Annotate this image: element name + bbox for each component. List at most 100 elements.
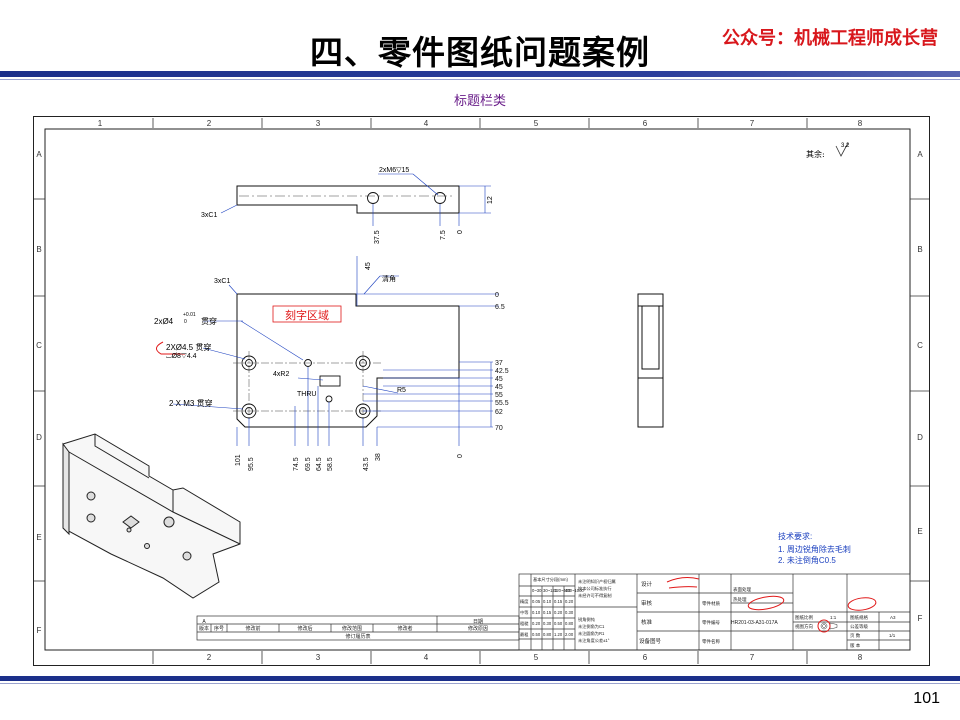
tol-r1-c3: 0.15: [554, 599, 563, 604]
front-dim-right-2: 6.5: [495, 304, 505, 311]
front-dim-bottom-9: 0: [457, 454, 464, 458]
tol-r3-c3: 0.50: [554, 621, 563, 626]
front-dim-bottom-8: 38: [375, 453, 382, 461]
roughness-label: 其余:: [806, 149, 825, 159]
tol-r4-c3: 1.20: [554, 632, 563, 637]
tol-r2-c3: 0.20: [554, 610, 563, 615]
callout-3: 2 X M3 贯穿: [169, 398, 213, 408]
tol-head-3: 120~400: [554, 588, 571, 593]
tol-head-2: 30~120: [543, 588, 558, 593]
pages-value: 1/1: [889, 633, 896, 638]
front-dim-right-10: 70: [495, 425, 503, 432]
tol-r4-c4: 2.00: [565, 632, 574, 637]
part-no-value: HR201-03-A31-017A: [731, 620, 778, 626]
top-chamfer-label: 3xC1: [201, 212, 217, 219]
rev-header-reason: 修改原因: [468, 625, 488, 632]
tech-requirement-1: 1. 周边锐角除去毛刺: [778, 544, 851, 554]
version-label: 版 本: [850, 642, 861, 649]
col-label-bottom-5: 5: [534, 653, 539, 662]
tol-r2-c1: 0.10: [532, 610, 541, 615]
rev-header-modifier: 修改者: [397, 625, 412, 632]
col-label-8: 8: [858, 119, 863, 128]
format-value: A3: [890, 615, 896, 620]
col-label-bottom-2: 2: [207, 653, 212, 662]
tol-r4-c0: 最粗: [520, 631, 528, 638]
tol-r2-c4: 0.30: [565, 610, 574, 615]
col-label-1: 1: [98, 119, 103, 128]
row-label-right-e: E: [917, 527, 922, 536]
col-label-bottom-7: 7: [750, 653, 755, 662]
note-1: 未注明知识产权归属: [578, 578, 616, 585]
callout-1-upper: +0.01: [183, 312, 196, 318]
top-dim-1: 37.5: [374, 230, 381, 244]
scale-label: 图纸比例: [795, 614, 813, 621]
row-label-c: C: [36, 341, 42, 350]
callout-1-lower: 0: [184, 319, 187, 325]
top-dim-2: 7.5: [440, 230, 447, 240]
radius-callout-2: R5: [397, 387, 406, 394]
front-chamfer-label: 3xC1: [214, 278, 230, 285]
row-label-right-f: F: [918, 614, 923, 623]
page-number: 101: [913, 690, 940, 707]
thru-label: THRU: [297, 391, 316, 398]
top-dim-4: 12: [487, 196, 494, 204]
row-label-d: D: [36, 433, 42, 442]
tol-r3-c4: 0.80: [565, 621, 574, 626]
markup-bracket-icon: [156, 341, 185, 355]
note-3: 未经许可不得复制: [578, 592, 612, 599]
tech-requirement-2: 2. 未注倒角C0.5: [778, 555, 836, 565]
outer-frame: [33, 116, 930, 666]
front-dim-bottom-3: 74.5: [293, 457, 300, 471]
front-dim-right-3: 37: [495, 360, 503, 367]
front-dim-bottom-5: 64.5: [316, 457, 323, 471]
front-dim-bottom-6: 58.5: [327, 457, 334, 471]
tol-r3-c2: 0.30: [543, 621, 552, 626]
rev-history-label: 修订履历表: [345, 633, 370, 640]
rev-header-before: 修改前: [245, 625, 260, 632]
front-view: 0 6.5 37 42.5 45 45 55 55.5 62 70 101 95…: [154, 256, 509, 471]
top-hole-callout-text: 2xM6▽15: [379, 167, 409, 174]
roughness-value: 3.2: [841, 143, 850, 149]
footer-divider: [0, 676, 960, 681]
callout-2-sub: ⌴Ø8▽4.4: [166, 353, 197, 360]
front-dim-right-7: 55: [495, 392, 503, 399]
tol-head-4: 400~1000: [565, 588, 584, 593]
tol-r2-c0: 中等: [520, 609, 528, 616]
wechat-account-label: 公众号：机械工程师成长营: [722, 28, 938, 49]
format-label: 图纸规格: [850, 614, 868, 621]
row-label-right-c: C: [917, 341, 923, 350]
inner-frame: [44, 128, 911, 651]
col-label-bottom-6: 6: [643, 653, 648, 662]
part-no-label: 零件编号: [702, 619, 720, 626]
row-label-b: B: [36, 245, 41, 254]
header-divider-thin: [0, 79, 960, 80]
pages-label: 页 数: [850, 632, 861, 639]
part-name-label: 零件名称: [702, 638, 720, 645]
row-label-right-b: B: [917, 245, 922, 254]
tol-title: 基本尺寸分段(mm): [533, 576, 568, 583]
row-label-f: F: [37, 626, 42, 635]
front-corner-note: 清角: [382, 274, 396, 283]
col-label-7: 7: [750, 119, 755, 128]
rev-header-after: 修改后: [297, 625, 312, 632]
row-label-e: E: [36, 533, 41, 542]
isometric-view: [62, 433, 241, 599]
col-label-5: 5: [534, 119, 539, 128]
col-label-3: 3: [316, 119, 321, 128]
col-label-2: 2: [207, 119, 212, 128]
tolerance-label: 公差等级: [850, 623, 868, 630]
edge-note-2: 未注倒角为C1: [578, 623, 605, 630]
callout-1-main: 2xØ4: [154, 317, 174, 326]
rev-date-label: 日期: [473, 619, 483, 625]
front-dim-bottom-2: 95.5: [248, 457, 255, 471]
footer-divider-thin: [0, 683, 960, 684]
surface-label: 表面处理: [733, 586, 751, 593]
rev-row-a: A: [202, 619, 206, 625]
front-dim-right-9: 62: [495, 409, 503, 416]
callout-1-thru: 贯穿: [201, 316, 217, 326]
drawing-canvas: 1 2 3 4 5 6 7 8 2 3 4 5 6 7 8 A B C D E: [33, 116, 930, 666]
title-block: 基本尺寸分段(mm) 0~30 30~120 120~400 400~1000 …: [518, 573, 911, 651]
projection-symbol-icon: [820, 622, 838, 630]
rev-header-scope: 修改范围: [342, 625, 362, 632]
col-label-bottom-8: 8: [858, 653, 863, 662]
